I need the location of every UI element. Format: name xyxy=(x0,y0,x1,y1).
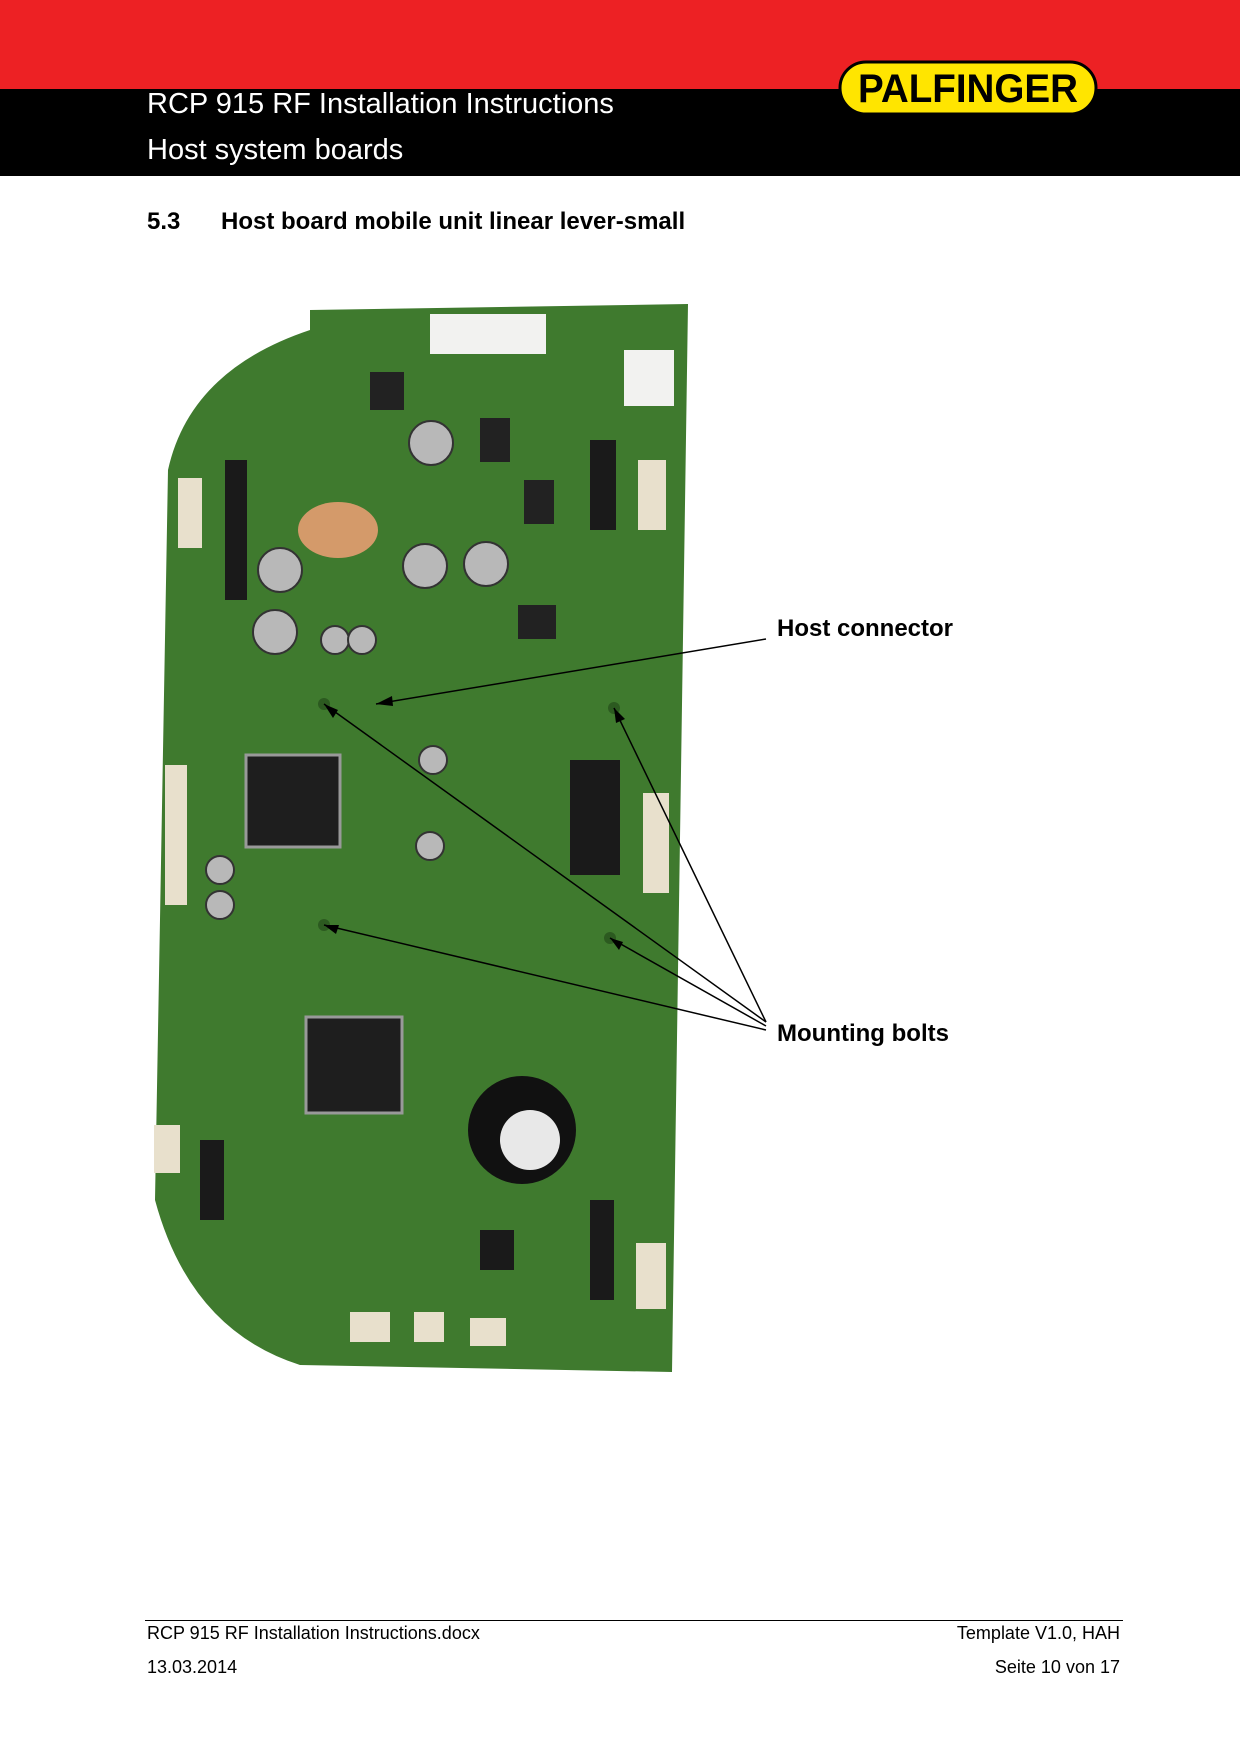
annotation-arrows xyxy=(323,638,767,1031)
footer-template: Template V1.0, HAH xyxy=(956,1623,1120,1643)
palfinger-logo: PALFINGER xyxy=(838,60,1098,116)
connector xyxy=(430,314,546,354)
host-connector-label: Host connector xyxy=(777,615,954,642)
footer-date: 13.03.2014 xyxy=(147,1657,238,1677)
microcontroller xyxy=(304,1015,404,1115)
document-subtitle: Host system boards xyxy=(147,134,404,166)
document-title: RCP 915 RF Installation Instructions xyxy=(147,88,614,120)
section-title: Host board mobile unit linear lever-smal… xyxy=(221,208,686,235)
section-number: 5.3 xyxy=(147,208,181,235)
footer-filename: RCP 915 RF Installation Instructions.doc… xyxy=(147,1623,480,1643)
microcontroller xyxy=(244,753,342,849)
mounting-bolts-label: Mounting bolts xyxy=(777,1020,949,1047)
svg-text:PALFINGER: PALFINGER xyxy=(858,67,1078,111)
footer-divider xyxy=(145,1620,1123,1621)
footer-page-number: Seite 10 von 17 xyxy=(994,1657,1120,1677)
